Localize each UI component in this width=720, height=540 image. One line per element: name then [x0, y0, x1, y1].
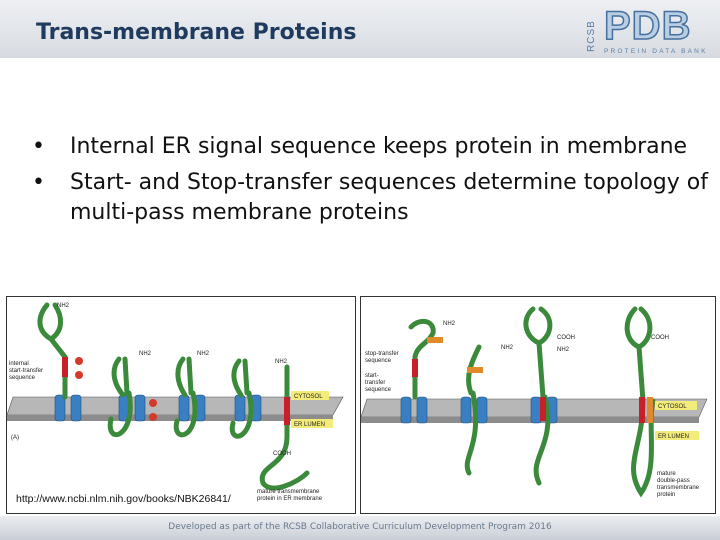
figure-a-diagram: NH2 NH2 NH2 NH2 internal start-transfer …	[7, 302, 344, 502]
logo-main-text: PDB	[603, 3, 692, 49]
rcsb-pdb-logo: RCSB PDB PROTEIN DATA BANK	[586, 3, 710, 56]
charge-markers	[75, 357, 157, 421]
bullet-list: • Internal ER signal sequence keeps prote…	[30, 132, 710, 234]
bullet-text: Start- and Stop-transfer sequences deter…	[70, 170, 708, 225]
cooh-label: COOH	[651, 335, 669, 341]
logo-sub-text: PROTEIN DATA BANK	[604, 48, 708, 55]
cytosol-box	[291, 391, 329, 400]
er-lumen-label: ER LUMEN	[658, 434, 689, 440]
internal-label: start-transfer	[9, 368, 43, 374]
cooh-label: COOH	[273, 451, 291, 457]
title-bar: Trans-membrane Proteins RCSB PDB PROTEIN…	[0, 0, 720, 58]
mature-label: transmembrane	[657, 485, 700, 491]
mature-label: mature	[657, 471, 676, 477]
bullet-item: • Start- and Stop-transfer sequences dete…	[30, 168, 710, 228]
membrane-side	[361, 417, 699, 423]
protein-chains	[37, 302, 310, 491]
slide-title: Trans-membrane Proteins	[36, 20, 357, 45]
bullet-item: • Internal ER signal sequence keeps prote…	[30, 132, 710, 162]
footer-text: Developed as part of the RCSB Collaborat…	[168, 522, 552, 532]
nh2-label: NH2	[501, 345, 514, 351]
cytosol-label: CYTOSOL	[658, 404, 687, 410]
mature-label: protein	[657, 492, 675, 498]
figure-b-diagram: NH2 NH2 NH2 COOH COOH stop-transfer sequ…	[361, 306, 708, 498]
citation-link[interactable]: http://www.ncbi.nlm.nih.gov/books/NBK268…	[14, 493, 233, 505]
stop-transfer-label: stop-transfer	[365, 351, 399, 357]
footer-bar: Developed as part of the RCSB Collaborat…	[0, 516, 720, 540]
bullet-dot-icon: •	[32, 134, 45, 159]
nh2-label: NH2	[557, 347, 570, 353]
nh2-label: NH2	[139, 351, 152, 357]
signal-sequences	[412, 337, 653, 423]
nh2-label: NH2	[443, 321, 456, 327]
er-lumen-box	[291, 419, 333, 428]
panel-letter: (A)	[11, 435, 19, 441]
er-lumen-box	[655, 431, 699, 440]
bullet-dot-icon: •	[32, 170, 45, 195]
start-transfer-label: transfer	[365, 380, 385, 386]
start-transfer-label: sequence	[365, 387, 392, 393]
signal-sequences	[62, 357, 290, 425]
bullet-text: Internal ER signal sequence keeps protei…	[70, 134, 688, 159]
protein-chains	[408, 306, 656, 498]
translocon-channels	[400, 396, 558, 424]
internal-label: internal	[9, 361, 29, 367]
cytosol-label: CYTOSOL	[294, 394, 323, 400]
mature-label: double-pass	[657, 478, 690, 484]
nh2-label: NH2	[57, 303, 70, 309]
stop-transfer-label: sequence	[365, 358, 392, 364]
er-lumen-label: ER LUMEN	[294, 422, 325, 428]
mature-label: mature transmembrane	[257, 489, 320, 495]
mature-label: protein in ER membrane	[257, 496, 323, 502]
logo-side-text: RCSB	[586, 20, 597, 52]
figure-a-single-pass: NH2 NH2 NH2 NH2 internal start-transfer …	[6, 296, 356, 514]
cooh-label: COOH	[557, 335, 575, 341]
internal-label: sequence	[9, 375, 36, 381]
nh2-label: NH2	[197, 351, 210, 357]
cytosol-box	[655, 401, 697, 410]
nh2-label: NH2	[275, 359, 288, 365]
start-transfer-label: start-	[365, 373, 379, 379]
figure-b-double-pass: NH2 NH2 NH2 COOH COOH stop-transfer sequ…	[360, 296, 716, 514]
